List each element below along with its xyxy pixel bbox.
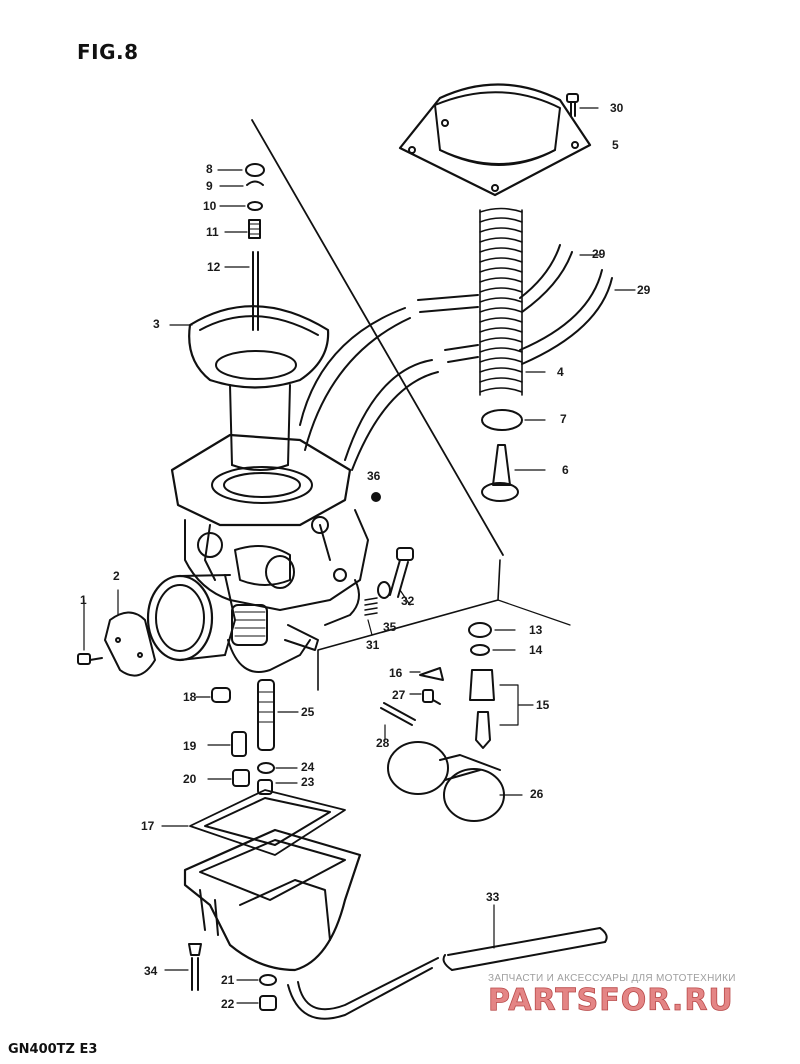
part-36-pin [371, 492, 381, 502]
callout-21: 21 [221, 973, 235, 987]
part-7-clip [481, 409, 546, 431]
callout-7: 7 [560, 412, 567, 426]
part-34-drain-screw [164, 943, 202, 991]
watermark-logo: PARTSFOR.RU [488, 983, 734, 1019]
callout-3: 3 [153, 317, 160, 331]
callout-23: 23 [301, 775, 315, 789]
part-15-valve [469, 669, 534, 749]
part-6-needle-holder [481, 444, 546, 502]
callout-28: 28 [376, 736, 390, 750]
callout-5: 5 [612, 138, 619, 152]
callout-34: 34 [144, 964, 158, 978]
callout-32: 32 [401, 594, 415, 608]
callout-12: 12 [207, 260, 221, 274]
callout-2: 2 [113, 569, 120, 583]
callout-10: 10 [203, 199, 217, 213]
callout-9: 9 [206, 179, 213, 193]
watermark-tagline: ЗАПЧАСТИ И АКСЕССУАРЫ ДЛЯ МОТОТЕХНИКИ [488, 973, 736, 984]
callout-35: 35 [383, 620, 397, 634]
callout-29-upper: 29 [592, 247, 606, 261]
callout-20: 20 [183, 772, 197, 786]
callout-27: 27 [392, 688, 406, 702]
callout-8: 8 [206, 162, 213, 176]
part-3-diaphragm-piston [169, 305, 330, 471]
callout-4: 4 [557, 365, 564, 379]
part-1-2-screw-cover [77, 589, 156, 677]
figure-title: FIG.8 [77, 40, 139, 64]
callout-19: 19 [183, 739, 197, 753]
part-26-floats [387, 741, 523, 822]
carburetor-body [146, 433, 369, 673]
callout-16: 16 [389, 666, 403, 680]
callout-14: 14 [529, 643, 543, 657]
callout-30: 30 [610, 101, 624, 115]
callout-26: 26 [530, 787, 544, 801]
float-bowl [183, 828, 362, 972]
part-32-screw [389, 547, 414, 606]
callout-1: 1 [80, 593, 87, 607]
callout-17: 17 [141, 819, 155, 833]
callout-15: 15 [536, 698, 550, 712]
callout-36: 36 [367, 469, 381, 483]
callout-11: 11 [206, 225, 219, 239]
part-25-emulsion-tube [257, 679, 299, 751]
part-16-27-28-float-pin [380, 667, 444, 741]
part-23-24-washers [257, 762, 298, 795]
callout-25: 25 [301, 705, 315, 719]
watermark-logo-text: PARTSFOR.RU [488, 983, 734, 1018]
model-code: GN400TZ E3 [8, 1042, 98, 1057]
part-8-12-needle-set [217, 163, 265, 331]
part-21-22-drain-plug [236, 974, 277, 1011]
part-17-gasket [161, 789, 346, 856]
part-30-screw [566, 93, 599, 117]
callout-29-lower: 29 [637, 283, 651, 297]
part-13-14-needle-valve-seat [468, 622, 516, 656]
part-35-31-spring-washer [364, 581, 391, 636]
callout-24: 24 [301, 760, 315, 774]
callout-22: 22 [221, 997, 235, 1011]
part-29-vent-tubes [299, 244, 636, 471]
callout-6: 6 [562, 463, 569, 477]
callout-31: 31 [366, 638, 380, 652]
part-33-drain-tubes [287, 904, 608, 1020]
part-18-20-jets [195, 687, 250, 787]
callout-33: 33 [486, 890, 500, 904]
callout-13: 13 [529, 623, 543, 637]
part-5-top-cap [398, 83, 592, 197]
callout-18: 18 [183, 690, 197, 704]
